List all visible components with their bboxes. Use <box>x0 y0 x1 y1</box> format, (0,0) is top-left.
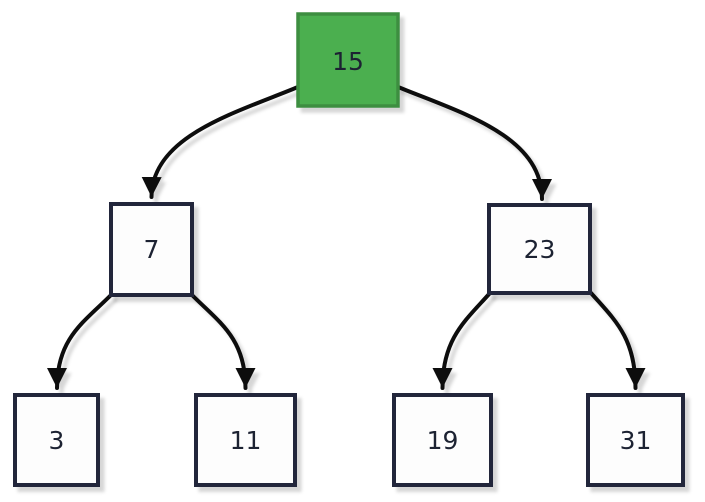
tree-node-left-right: 11 <box>194 393 297 487</box>
tree-node-left-left: 3 <box>13 393 100 487</box>
node-value-7: 7 <box>144 235 160 264</box>
tree-node-left: 7 <box>109 202 194 297</box>
node-box-11 <box>194 393 297 487</box>
edge-15-7 <box>141 85 300 199</box>
node-box-3 <box>13 393 100 487</box>
edge-7-3 <box>47 293 113 390</box>
node-value-19: 19 <box>427 426 459 455</box>
tree-edges <box>47 85 646 390</box>
node-box-31 <box>586 393 685 487</box>
node-box-19 <box>392 393 493 487</box>
node-value-15: 15 <box>332 47 364 76</box>
node-value-23: 23 <box>524 235 556 264</box>
edge-23-19 <box>432 291 492 390</box>
node-box-15 <box>296 12 400 108</box>
node-value-11: 11 <box>230 426 262 455</box>
node-value-3: 3 <box>49 426 65 455</box>
edge-15-23 <box>396 85 552 201</box>
tree-node-right-right: 31 <box>586 393 685 487</box>
tree-node-right: 23 <box>487 203 592 295</box>
tree-node-root: 15 <box>296 12 400 108</box>
edge-7-11 <box>190 293 256 390</box>
node-value-31: 31 <box>620 426 652 455</box>
node-box-23 <box>487 203 592 295</box>
tree-node-right-left: 19 <box>392 393 493 487</box>
edge-23-31 <box>589 291 646 390</box>
node-box-7 <box>109 202 194 297</box>
